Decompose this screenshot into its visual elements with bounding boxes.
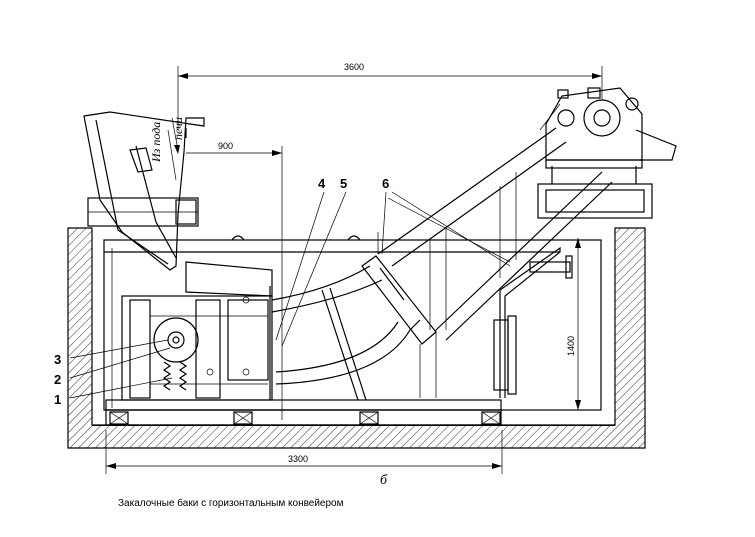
dim-tank-height: 1400	[566, 336, 576, 356]
stay-rod	[387, 197, 511, 263]
callout-6: 6	[382, 176, 389, 191]
quench-tank	[103, 235, 602, 426]
conveyor-drive	[121, 261, 273, 401]
feed-chute	[83, 111, 205, 271]
callout-5: 5	[340, 176, 347, 191]
feed-arrowhead	[174, 145, 180, 154]
feed-arrow	[171, 117, 179, 151]
feed-label-line2: печи	[171, 117, 185, 140]
callout-leaders	[69, 191, 511, 399]
support-blocks	[109, 411, 501, 425]
callout-3: 3	[54, 352, 61, 367]
figure-caption: Закалочные баки с горизонтальным конвейе…	[118, 498, 344, 509]
dimension-lines	[105, 66, 603, 474]
dim-overall-length: 3600	[344, 62, 364, 72]
feed-label-line1: Из пода	[149, 122, 163, 163]
dim-feed-offset: 900	[218, 141, 233, 151]
dim-tank-length: 3300	[288, 454, 308, 464]
callout-2: 2	[54, 372, 61, 387]
callout-1: 1	[54, 392, 61, 407]
drive-head	[537, 87, 677, 219]
callout-4: 4	[318, 176, 326, 191]
inclined-conveyor	[377, 127, 613, 341]
section-letter: б	[380, 473, 388, 488]
